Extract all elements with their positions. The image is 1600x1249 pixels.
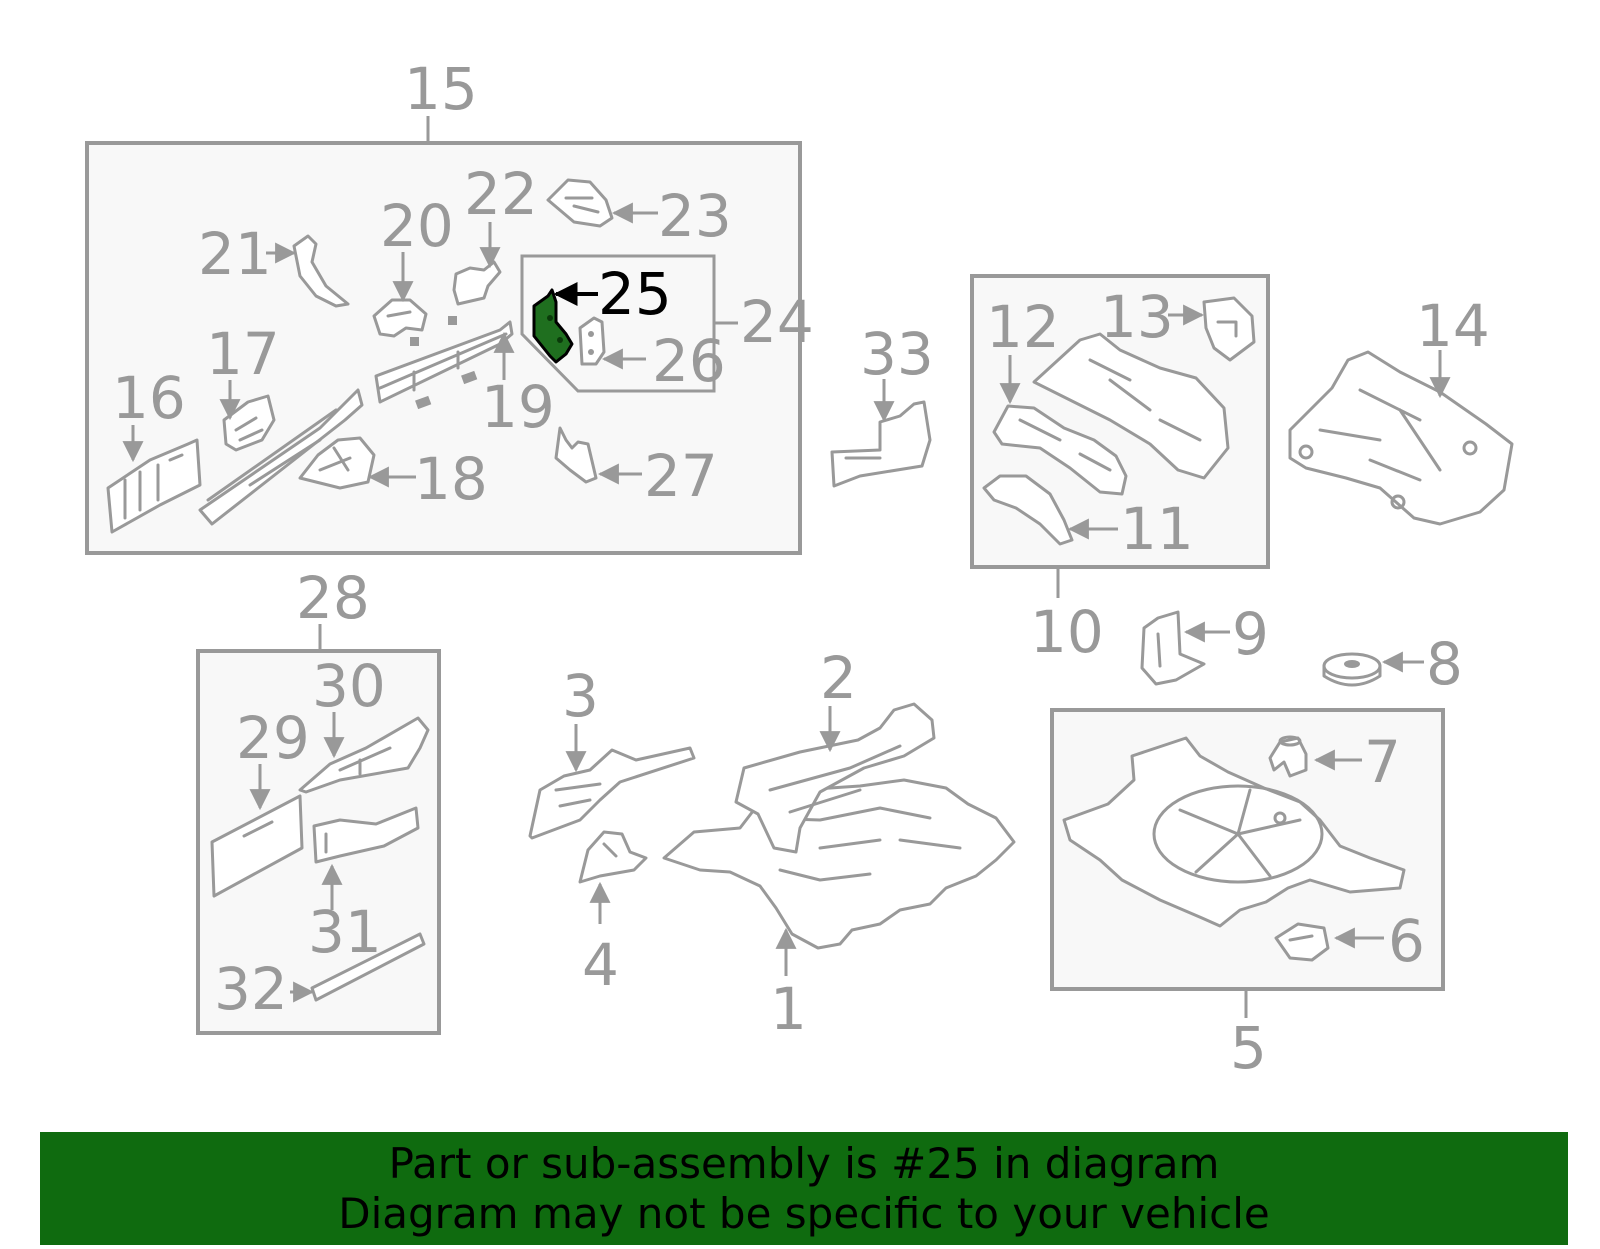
- part-33[interactable]: 33: [830, 320, 934, 488]
- callout-12[interactable]: 12: [986, 293, 1060, 361]
- callout-18[interactable]: 18: [414, 445, 488, 513]
- callout-4[interactable]: 4: [582, 931, 619, 999]
- part-18[interactable]: 18: [298, 436, 488, 513]
- callout-6[interactable]: 6: [1388, 907, 1425, 975]
- callout-25[interactable]: 25: [598, 260, 672, 328]
- part-9[interactable]: 9: [1140, 600, 1269, 686]
- part-14[interactable]: 14: [1288, 292, 1514, 526]
- info-banner: Part or sub-assembly is #25 in diagram D…: [40, 1132, 1568, 1245]
- callout-11[interactable]: 11: [1120, 495, 1194, 563]
- callout-10[interactable]: 10: [1030, 598, 1104, 666]
- part-5-floor-pan[interactable]: [1062, 736, 1406, 928]
- banner-line-part: Part or sub-assembly is #25 in diagram: [388, 1138, 1220, 1188]
- part-12[interactable]: 12: [986, 293, 1230, 480]
- part-25-highlighted[interactable]: 25: [532, 260, 672, 364]
- part-16[interactable]: 16: [106, 364, 202, 534]
- callout-33[interactable]: 33: [860, 320, 934, 388]
- callout-9[interactable]: 9: [1232, 600, 1269, 668]
- part-32[interactable]: 32: [214, 932, 426, 1023]
- callout-5[interactable]: 5: [1230, 1014, 1267, 1082]
- parts-diagram: 15 24 16 17: [85, 55, 1514, 1082]
- callout-15[interactable]: 15: [404, 55, 478, 123]
- part-1[interactable]: 1: [662, 778, 1016, 1043]
- callout-8[interactable]: 8: [1426, 630, 1463, 698]
- callout-30[interactable]: 30: [312, 652, 386, 720]
- part-3[interactable]: 3: [528, 662, 696, 840]
- callout-17[interactable]: 17: [206, 320, 280, 388]
- callout-22[interactable]: 22: [464, 160, 538, 228]
- part-13[interactable]: 13: [1100, 283, 1256, 362]
- callout-2[interactable]: 2: [820, 644, 857, 712]
- callout-29[interactable]: 29: [236, 704, 310, 772]
- callout-13[interactable]: 13: [1100, 283, 1174, 351]
- callout-1[interactable]: 1: [770, 975, 807, 1043]
- callout-3[interactable]: 3: [562, 662, 599, 730]
- callout-27[interactable]: 27: [644, 442, 718, 510]
- callout-7[interactable]: 7: [1364, 728, 1401, 796]
- part-8[interactable]: 8: [1322, 630, 1463, 698]
- part-4[interactable]: 4: [578, 830, 648, 999]
- part-19[interactable]: 19: [374, 320, 555, 441]
- part-20[interactable]: 20: [372, 192, 457, 346]
- callout-14[interactable]: 14: [1416, 292, 1490, 360]
- callout-16[interactable]: 16: [112, 364, 186, 432]
- part-12-lower[interactable]: [992, 404, 1128, 496]
- front-rail[interactable]: [198, 388, 364, 526]
- part-31[interactable]: 31: [308, 806, 420, 966]
- callout-28[interactable]: 28: [296, 564, 370, 632]
- part-23[interactable]: 23: [546, 178, 732, 250]
- callout-32[interactable]: 32: [214, 955, 288, 1023]
- callout-20[interactable]: 20: [380, 192, 454, 260]
- callout-24[interactable]: 24: [740, 288, 814, 356]
- callout-26[interactable]: 26: [652, 327, 726, 395]
- part-26[interactable]: 26: [578, 316, 726, 395]
- callout-21[interactable]: 21: [198, 220, 272, 288]
- part-29[interactable]: 29: [210, 704, 310, 898]
- part-27[interactable]: 27: [554, 426, 718, 510]
- part-2[interactable]: 2: [734, 644, 936, 854]
- part-7[interactable]: 7: [1268, 728, 1401, 796]
- part-22[interactable]: 22: [452, 160, 538, 306]
- part-30[interactable]: 30: [298, 652, 430, 794]
- part-21[interactable]: 21: [198, 220, 350, 308]
- callout-31[interactable]: 31: [308, 898, 382, 966]
- part-17[interactable]: 17: [206, 320, 280, 452]
- callout-23[interactable]: 23: [658, 182, 732, 250]
- banner-line-disclaimer: Diagram may not be specific to your vehi…: [338, 1188, 1270, 1238]
- part-6[interactable]: 6: [1274, 907, 1425, 975]
- callout-19[interactable]: 19: [481, 373, 555, 441]
- part-11[interactable]: 11: [982, 474, 1194, 563]
